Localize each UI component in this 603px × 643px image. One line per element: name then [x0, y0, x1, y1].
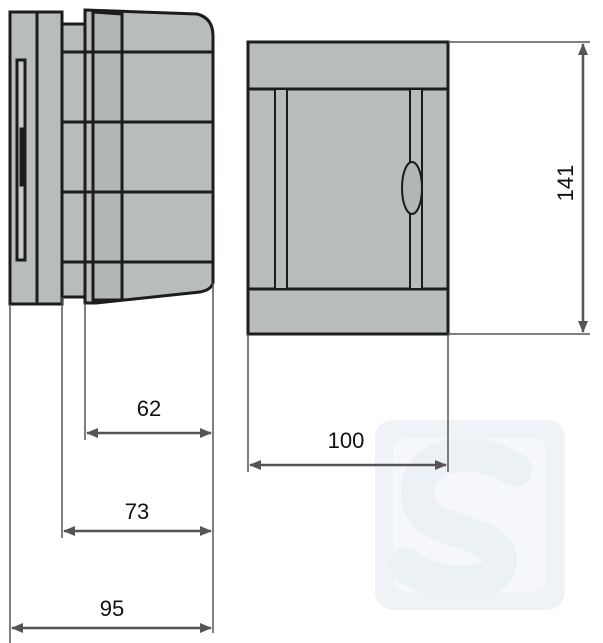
dim-label-141: 141: [553, 165, 578, 202]
dim-label-62: 62: [137, 396, 161, 421]
front-view: [246, 40, 450, 336]
watermark-logo: [375, 420, 565, 610]
side-view: [8, 8, 215, 306]
side-lid: [91, 10, 124, 302]
front-door-left-rail: [274, 88, 288, 290]
side-latch: [19, 127, 25, 187]
dimension-lines: [11, 43, 588, 633]
dim-label-73: 73: [125, 499, 149, 524]
front-door-handle: [401, 161, 423, 215]
dim-label-95: 95: [100, 596, 124, 621]
side-flange-front: [35, 10, 64, 306]
extension-lines: [9, 41, 590, 643]
dim-label-100: 100: [328, 428, 365, 453]
side-cover: [60, 22, 87, 299]
